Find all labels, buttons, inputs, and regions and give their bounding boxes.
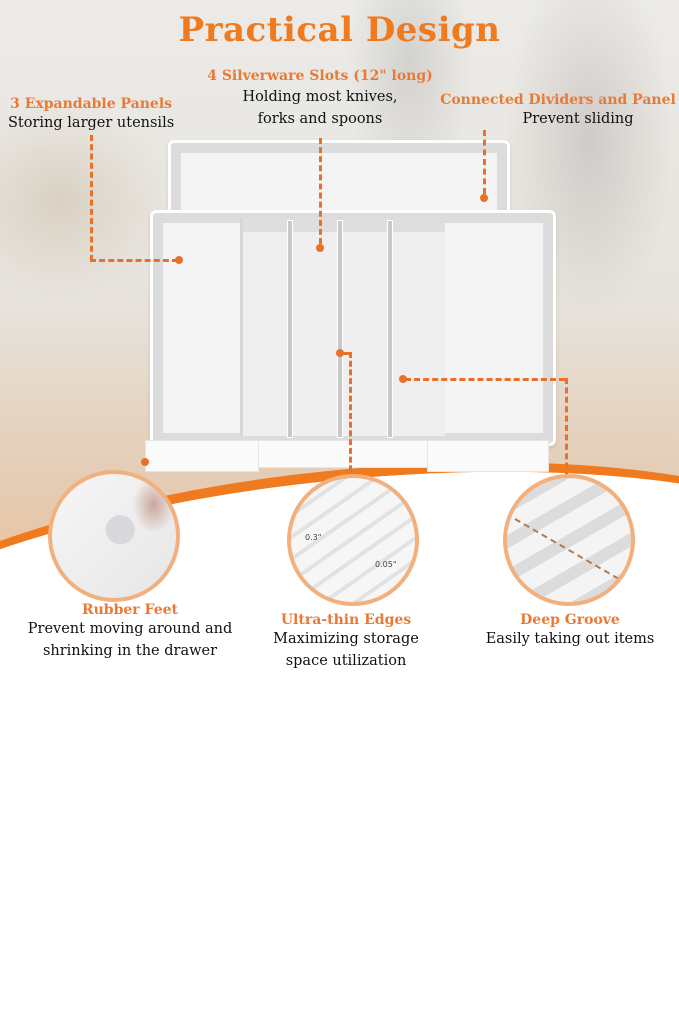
slots-desc-line2: forks and spoons	[257, 111, 383, 127]
label-silverware-slots: 4 Silverware Slots (12" long) Holding mo…	[205, 68, 435, 130]
tray-front-middle	[258, 440, 428, 468]
dividers-desc: Prevent sliding	[522, 111, 634, 127]
slots-desc-line1: Holding most knives,	[242, 89, 398, 105]
callout-line-edges-v	[349, 352, 352, 480]
rubber-feet-photo	[48, 470, 180, 602]
callout-dot-panels	[175, 256, 183, 264]
label-expandable-panels: 3 Expandable Panels Storing larger utens…	[8, 96, 174, 134]
silverware-slot-3	[340, 218, 393, 436]
feet-heading: Rubber Feet	[81, 602, 178, 618]
callout-line-panels-v	[90, 135, 93, 261]
label-connected-dividers: Connected Dividers and Panel Prevent sli…	[440, 92, 676, 130]
tray-front-left	[145, 440, 259, 472]
callout-line-slots	[319, 138, 322, 244]
label-deep-groove: Deep Groove Easily taking out items	[470, 612, 670, 650]
page-title: Practical Design	[178, 10, 501, 50]
divider-rail-3	[387, 220, 393, 438]
callout-line-groove-h	[405, 378, 565, 381]
label-ultra-thin-edges: Ultra-thin Edges Maximizing storage spac…	[236, 612, 456, 672]
ultra-thin-edges-photo: 0.3" 0.05"	[287, 474, 419, 606]
callout-dot-slots	[316, 244, 324, 252]
callout-line-groove-v	[565, 378, 568, 478]
silverware-slot-1	[240, 218, 293, 436]
callout-line-panels-h	[90, 259, 178, 262]
callout-dot-dividers	[480, 194, 488, 202]
divider-rail-2	[337, 220, 343, 438]
edges-heading: Ultra-thin Edges	[280, 612, 412, 628]
feet-desc-line2: shrinking in the drawer	[42, 643, 218, 659]
callout-dot-groove	[399, 375, 407, 383]
dim-label-thin: 0.05"	[375, 560, 397, 569]
edges-desc-line1: Maximizing storage	[273, 631, 419, 647]
groove-desc: Easily taking out items	[485, 631, 655, 647]
edges-desc-line2: space utilization	[285, 653, 407, 669]
groove-outline	[514, 518, 631, 590]
tray-front-right	[427, 440, 549, 472]
deep-groove-photo	[503, 474, 635, 606]
groove-heading: Deep Groove	[520, 612, 620, 628]
silverware-slot-4	[390, 218, 445, 436]
callout-line-dividers	[483, 130, 486, 194]
dividers-heading: Connected Dividers and Panel	[440, 92, 676, 108]
dim-label-thick: 0.3"	[305, 533, 322, 542]
slots-heading: 4 Silverware Slots (12" long)	[207, 68, 433, 84]
divider-rail-1	[287, 220, 293, 438]
label-rubber-feet: Rubber Feet Prevent moving around and sh…	[0, 602, 260, 662]
panels-desc: Storing larger utensils	[8, 115, 175, 131]
feet-desc-line1: Prevent moving around and	[27, 621, 233, 637]
callout-dot-feet	[141, 458, 149, 466]
callout-line-edges-h	[340, 352, 350, 355]
panels-heading: 3 Expandable Panels	[10, 96, 173, 112]
